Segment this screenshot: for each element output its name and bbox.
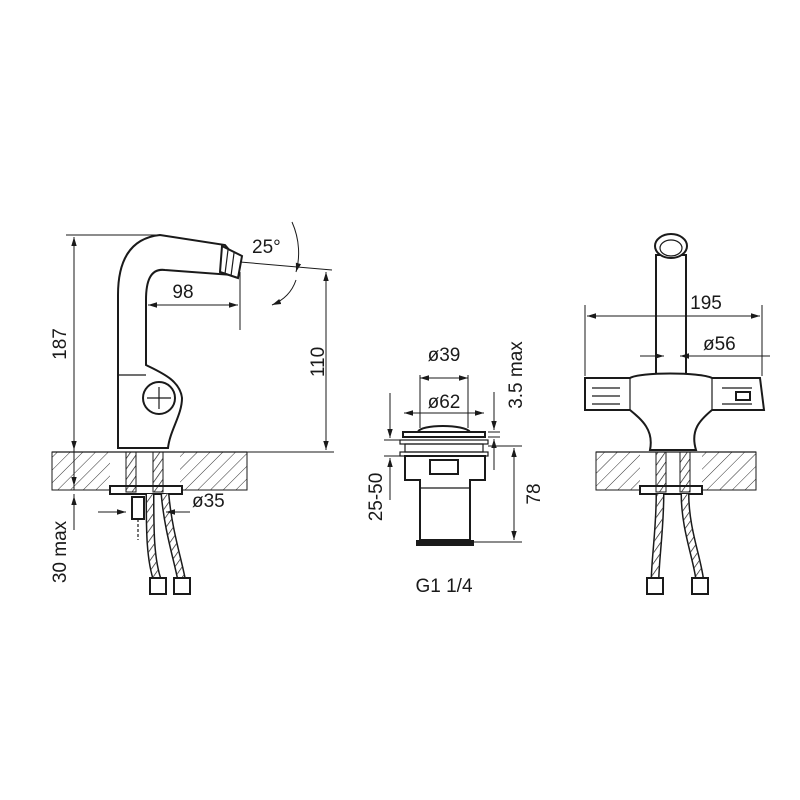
mounting-flange <box>109 485 183 495</box>
dim-spout-reach: 98 <box>172 282 193 303</box>
waste-view: ø39 ø62 3.5 max 25-50 78 G1 1/4 <box>366 341 545 597</box>
dim-hole-diameter: ø35 <box>192 491 225 512</box>
dim-height-total: 187 <box>50 328 71 360</box>
front-hose-nut-left <box>646 577 664 595</box>
dim-waste-top-diameter: ø39 <box>428 345 461 366</box>
dim-width-total: 195 <box>690 293 722 314</box>
dim-waste-length: 78 <box>524 483 545 504</box>
dim-body-diameter: ø56 <box>703 334 736 355</box>
dim-max-thickness: 30 max <box>50 520 71 583</box>
dim-spout-height: 110 <box>308 347 329 377</box>
mixer-body <box>117 233 238 449</box>
dim-angle: 25° <box>252 237 281 258</box>
dim-waste-flange-diameter: ø62 <box>428 392 461 413</box>
hose-nut-right <box>173 577 191 595</box>
dim-waste-range: 25-50 <box>366 473 387 522</box>
waste-thread-end <box>416 540 474 546</box>
dim-waste-flange-height: 3.5 max <box>506 341 527 409</box>
dim-waste-thread: G1 1/4 <box>415 576 472 597</box>
hose-nut-left <box>149 577 167 595</box>
waste-flange <box>402 431 486 438</box>
front-flange <box>639 485 703 495</box>
pop-up-rod-nut <box>131 496 145 520</box>
front-body <box>584 372 766 451</box>
front-hose-nut-right <box>691 577 709 595</box>
front-spout <box>655 254 687 376</box>
side-view: 187 98 25° 110 ø35 30 max <box>50 221 334 595</box>
front-view: 195 ø56 <box>584 233 770 595</box>
